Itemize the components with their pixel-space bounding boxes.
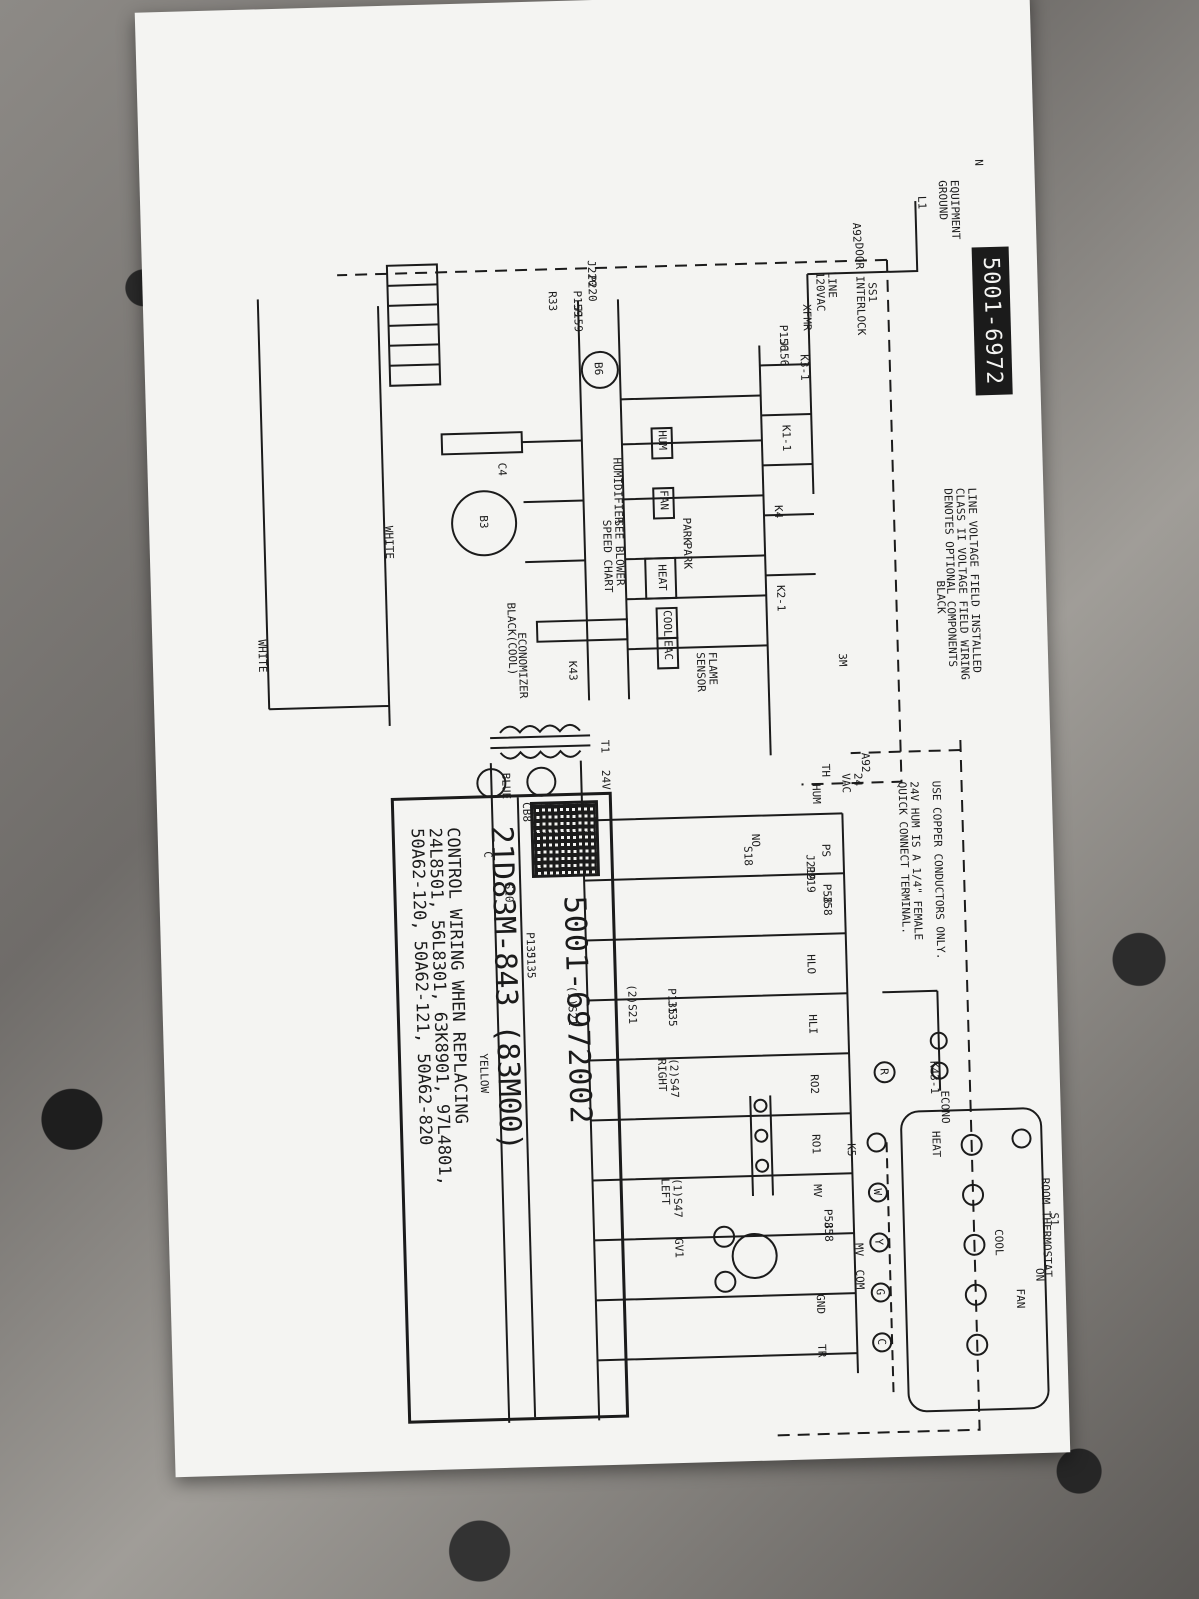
label-mv-com: MV COM xyxy=(852,1242,867,1290)
title-block: 5001-6972002 21D83M-843 (83M00) CONTROL … xyxy=(390,791,630,1424)
label-ps: PS xyxy=(819,843,833,858)
wiring-diagram-card: 5001-6972 xyxy=(134,0,1071,1478)
label-b6: B6 xyxy=(591,361,606,376)
label-gnd: GND xyxy=(813,1293,828,1315)
label-park-2: PARK xyxy=(680,542,695,570)
label-line-120: LINE 120VAC xyxy=(813,271,839,312)
label-gv1: GV1 xyxy=(672,1237,686,1259)
label-a92-upper: A92 xyxy=(849,222,864,243)
label-k4: K4 xyxy=(771,504,786,519)
label-p219: P219 xyxy=(803,866,818,893)
label-white-1: WHITE xyxy=(382,525,397,560)
label-k5: K5 xyxy=(844,1143,858,1157)
label-t-cool: COOL xyxy=(992,1228,1006,1256)
terminal-y: Y xyxy=(872,1238,886,1246)
label-l1: L1 xyxy=(915,195,929,210)
label-s47-right: (2)S47 RIGHT xyxy=(655,1057,682,1099)
label-j135-b: J135 xyxy=(665,999,680,1027)
label-t-heat: HEAT xyxy=(929,1130,943,1158)
label-t-fan: FAN xyxy=(1013,1288,1028,1309)
label-park-1: PARK xyxy=(680,517,694,545)
label-k43: K43 xyxy=(565,660,580,681)
label-black: BLACK xyxy=(933,580,948,614)
label-white-2: WHITE xyxy=(255,639,270,673)
terminal-w: W xyxy=(870,1188,885,1196)
label-door-interlock: DOOR INTERLOCK xyxy=(852,242,869,336)
label-hum-24: HUM xyxy=(809,783,824,805)
label-heat: HEAT xyxy=(655,564,670,591)
label-s47-left: (1)S47 LEFT xyxy=(658,1177,685,1219)
label-eac: EAC xyxy=(661,639,675,661)
label-hli: HLI xyxy=(805,1014,820,1035)
label-economizer: ECONOMIZER xyxy=(515,632,531,699)
label-k2: K2-1 xyxy=(773,584,788,612)
label-r33: R33 xyxy=(545,291,560,312)
label-econo: ECONO xyxy=(938,1090,953,1124)
label-a92-lower: A92 xyxy=(858,752,873,773)
label-24vac: 24 VAC xyxy=(839,772,865,794)
label-j58-b: J58 xyxy=(821,1221,836,1242)
label-ro2: RO2 xyxy=(807,1074,822,1095)
title-code-row: 5001-6972002 xyxy=(516,794,627,1418)
title-code: 5001-6972002 xyxy=(556,895,598,1126)
label-no: NO xyxy=(748,833,763,848)
label-ro1: RO1 xyxy=(809,1134,823,1155)
label-t1: T1 xyxy=(598,739,612,754)
label-c4: C4 xyxy=(495,462,509,477)
label-j156: J156 xyxy=(777,339,791,367)
label-th: TH xyxy=(818,763,833,778)
label-cool: COOL xyxy=(660,609,675,637)
label-3m: 3M xyxy=(835,653,850,667)
label-tr: TR xyxy=(815,1343,829,1358)
label-ss1: SS1 xyxy=(865,282,880,303)
label-humidifier: HUMIDIFIER xyxy=(610,457,626,524)
label-j159: J159 xyxy=(571,305,585,333)
label-hum: HUM xyxy=(655,430,670,451)
label-p220: P220 xyxy=(585,274,599,302)
label-j58-a: J58 xyxy=(820,895,835,916)
label-flame-sensor: FLAME SENSOR xyxy=(693,651,720,693)
label-k1: K1-1 xyxy=(779,424,794,452)
label-n: N xyxy=(972,159,986,167)
label-see-blower: SEE BLOWER SPEED CHART xyxy=(600,519,627,593)
label-equipment-ground: EQUIPMENT GROUND xyxy=(935,179,963,240)
title-description: CONTROL WIRING WHEN REPLACING 24L8501, 5… xyxy=(407,827,472,1187)
schematic-lines xyxy=(256,201,1050,1437)
label-xfmr: XFMR xyxy=(800,303,814,331)
label-fan: FAN xyxy=(657,490,671,511)
label-t-on: ON xyxy=(1033,1267,1047,1282)
terminal-c: C xyxy=(875,1338,889,1346)
terminal-r: R xyxy=(877,1068,891,1076)
label-s21-2: (2)S21 xyxy=(625,984,640,1025)
label-room-thermostat: ROOM THERMOSTAT xyxy=(1038,1177,1055,1278)
label-s18: S18 xyxy=(741,845,755,867)
label-b3: B3 xyxy=(476,515,491,529)
qr-code xyxy=(530,799,600,879)
diagram-content: 5001-6972 xyxy=(135,0,1071,1477)
label-k3: K3-1 xyxy=(797,354,812,381)
label-hlo: HLO xyxy=(804,954,818,975)
label-k43-1: K43-1 xyxy=(927,1060,942,1095)
terminal-g: G xyxy=(873,1288,887,1296)
label-mv: MV xyxy=(810,1184,825,1198)
label-24v: 24V xyxy=(599,769,613,790)
